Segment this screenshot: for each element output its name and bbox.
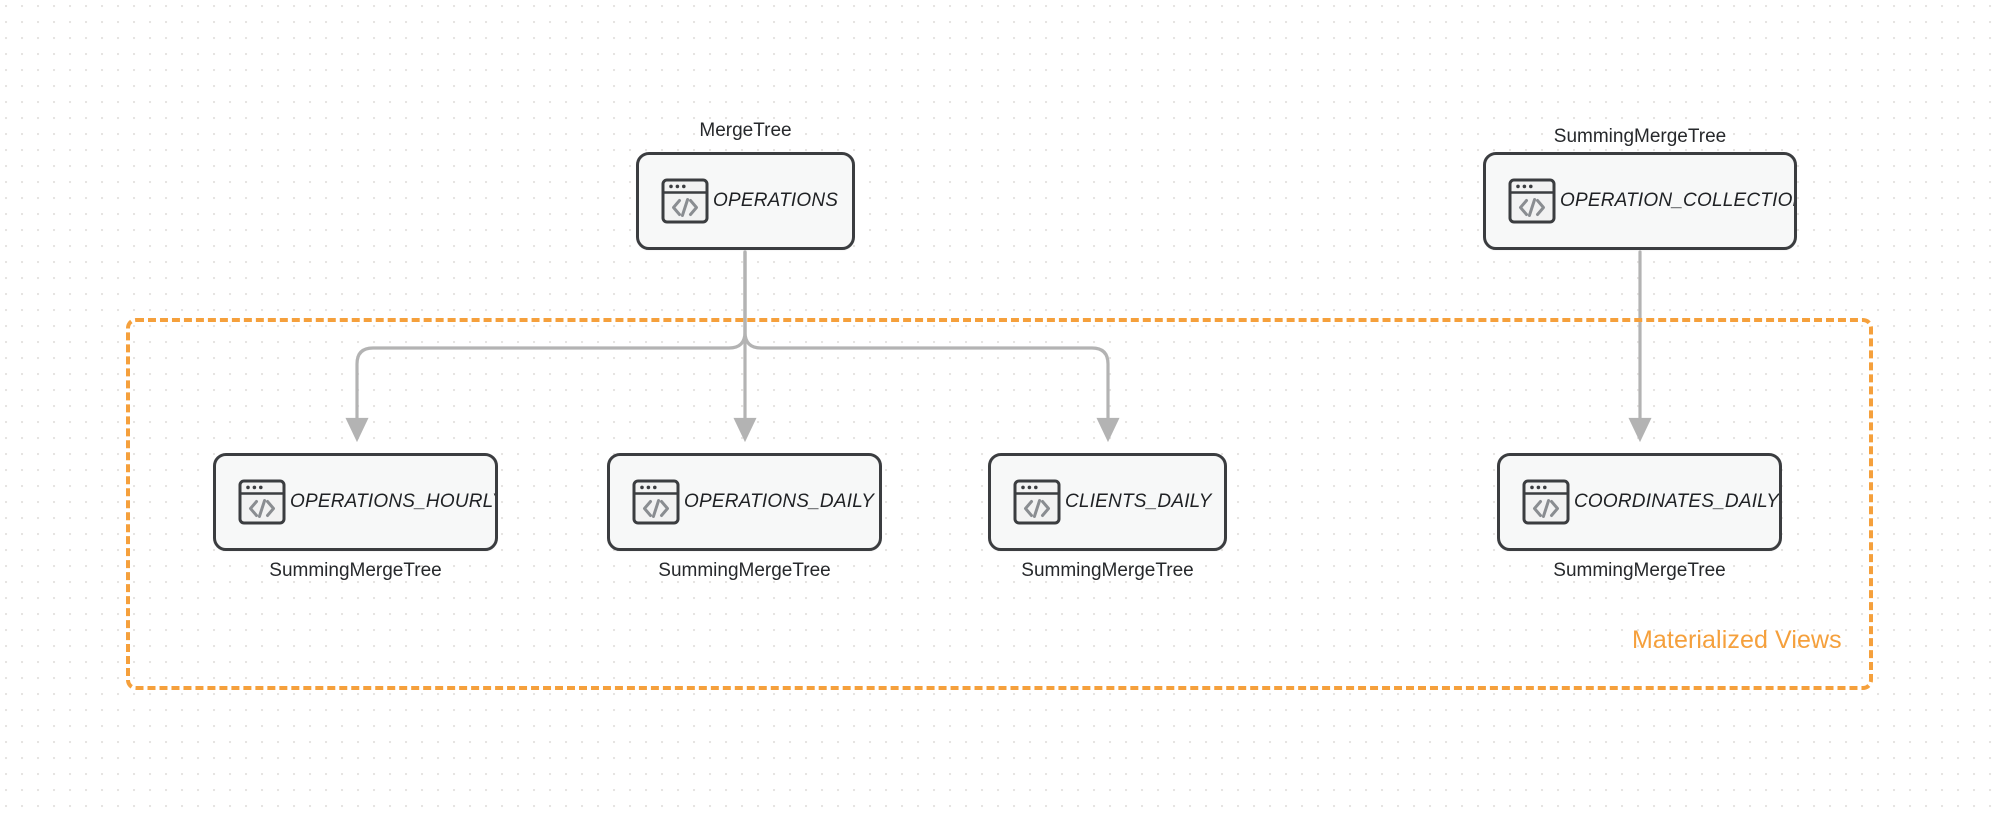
code-window-icon xyxy=(1522,479,1570,525)
code-window-icon xyxy=(661,178,709,224)
materialized-views-group[interactable] xyxy=(126,318,1873,690)
code-window-icon xyxy=(238,479,286,525)
node-label-operations: OPERATIONS xyxy=(713,190,839,211)
node-clients-daily[interactable]: CLIENTS_DAILY xyxy=(988,453,1227,551)
engine-label-operations: MergeTree xyxy=(699,120,792,141)
engine-label-operations-hourly: SummingMergeTree xyxy=(269,560,442,581)
engine-label-coordinates-daily: SummingMergeTree xyxy=(1553,560,1726,581)
node-operations[interactable]: OPERATIONS xyxy=(636,152,855,250)
node-operations-hourly[interactable]: OPERATIONS_HOURLY xyxy=(213,453,498,551)
code-window-icon xyxy=(1508,178,1556,224)
code-window-icon xyxy=(632,479,680,525)
code-window-icon xyxy=(1013,479,1061,525)
node-label-operation-collection: OPERATION_COLLECTION xyxy=(1560,190,1794,211)
node-operation-collection[interactable]: OPERATION_COLLECTION xyxy=(1483,152,1797,250)
engine-label-operations-daily: SummingMergeTree xyxy=(658,560,831,581)
node-label-coordinates-daily: COORDINATES_DAILY xyxy=(1574,491,1779,512)
node-label-operations-hourly: OPERATIONS_HOURLY xyxy=(290,491,495,512)
engine-label-clients-daily: SummingMergeTree xyxy=(1021,560,1194,581)
node-label-clients-daily: CLIENTS_DAILY xyxy=(1065,491,1212,512)
node-label-operations-daily: OPERATIONS_DAILY xyxy=(684,491,875,512)
engine-label-operation-collection: SummingMergeTree xyxy=(1553,126,1727,147)
node-coordinates-daily[interactable]: COORDINATES_DAILY xyxy=(1497,453,1782,551)
materialized-views-group-label: Materialized Views xyxy=(1632,626,1842,654)
node-operations-daily[interactable]: OPERATIONS_DAILY xyxy=(607,453,882,551)
